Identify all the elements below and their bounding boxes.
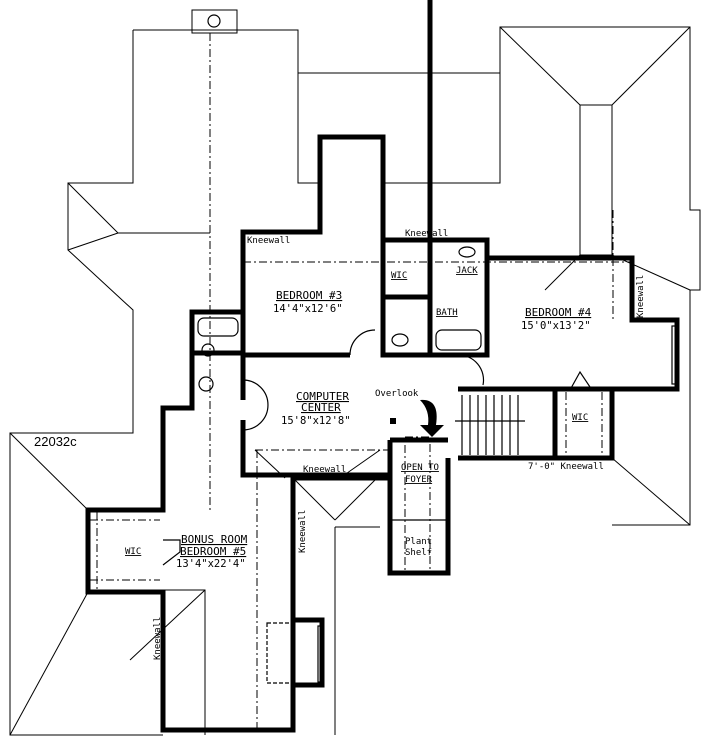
room-name-computer-line2: CENTER — [301, 401, 341, 414]
plan-code: 22032c — [34, 434, 77, 449]
bath-label: BATH — [436, 308, 458, 318]
plant-shelf-line2: Shelf — [405, 548, 432, 558]
open-to-foyer-line1: OPEN TO — [401, 463, 439, 473]
overlook-arrow-icon — [420, 399, 444, 437]
kneewall-label-computer: Kneewall — [303, 465, 346, 475]
open-to-foyer-line2: FOYER — [405, 475, 433, 485]
plant-shelf-line1: Plant — [405, 537, 432, 547]
sink-icon — [198, 376, 214, 392]
bathtub-icon — [435, 329, 482, 351]
door-swing-icon — [457, 354, 485, 386]
jack-label: JACK — [456, 266, 478, 276]
door-swing-icon — [242, 379, 269, 431]
sink-icon — [458, 246, 476, 258]
door-swing-icon — [569, 370, 593, 391]
toilet-icon — [201, 343, 215, 357]
room-name-bedroom-4: BEDROOM #4 — [525, 306, 592, 319]
room-name-computer-line1: COMPUTER — [296, 390, 349, 403]
room-size-bonus: 13'4"x22'4" — [176, 558, 246, 570]
kneewall-label-bedroom-4: Kneewall — [636, 275, 646, 318]
wic-label-bedroom-4: WIC — [572, 413, 588, 423]
kneewall-label-7ft: 7'-0" Kneewall — [528, 462, 604, 472]
room-name-bonus-line1: BONUS ROOM — [181, 533, 248, 546]
roof-outline — [9, 9, 701, 736]
door-swing-icon — [349, 329, 376, 356]
room-name-bedroom-3: BEDROOM #3 — [276, 289, 342, 302]
walls — [85, 0, 680, 733]
bathtub-icon — [197, 317, 239, 337]
wic-label-bedroom-3: WIC — [391, 271, 407, 281]
wic-label-bonus: WIC — [125, 547, 141, 557]
room-name-bonus-line2: BEDROOM #5 — [180, 545, 246, 558]
fixtures — [90, 246, 678, 684]
kneewall-label-bedroom-3: Kneewall — [247, 236, 290, 246]
door-swing-icon — [162, 539, 181, 566]
room-size-bedroom-3: 14'4"x12'6" — [273, 303, 343, 315]
sink-icon — [391, 333, 409, 347]
room-size-bedroom-4: 15'0"x13'2" — [521, 320, 591, 332]
kneewall-label-bonus-right: Kneewall — [298, 510, 308, 553]
room-size-computer: 15'8"x12'8" — [281, 415, 351, 427]
kneewall-label-top: Kneewall — [405, 229, 448, 239]
kneewall-label-bonus-left: Kneewall — [153, 617, 163, 660]
stairs — [455, 395, 525, 455]
chimney-icon — [207, 14, 221, 28]
overlook-label: Overlook — [375, 389, 419, 399]
